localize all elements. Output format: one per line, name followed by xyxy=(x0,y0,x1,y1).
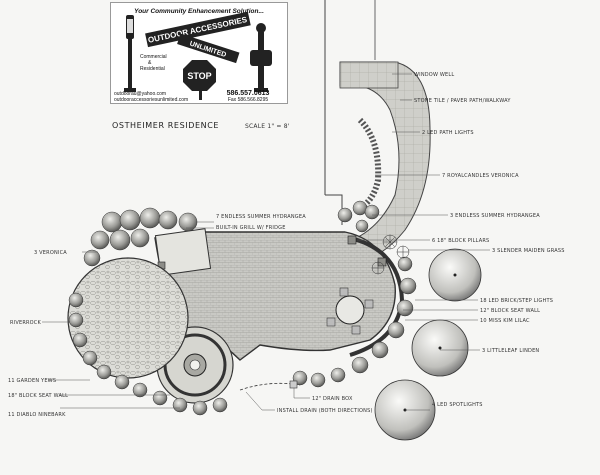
company-logo-card: Your Community Enhancement Solution... O… xyxy=(110,2,288,104)
svg-text:Residential: Residential xyxy=(140,66,165,72)
maiden-grass xyxy=(371,234,410,275)
plan-title: OSTHEIMER RESIDENCE xyxy=(112,121,219,130)
label-path-lights: 2 LED PATH LIGHTS xyxy=(422,130,474,136)
label-step-lights: 18 LED BRICK/STEP LIGHTS xyxy=(480,298,553,304)
plan-scale: SCALE 1" = 8' xyxy=(245,123,290,130)
brand-sign-bottom xyxy=(177,33,240,64)
label-drain-box: 12" DRAIN BOX xyxy=(312,396,353,402)
lamp-post-icon xyxy=(124,15,136,92)
label-drain: INSTALL DRAIN (BOTH DIRECTIONS) xyxy=(277,408,373,414)
brand-sign-top xyxy=(145,11,251,48)
label-river-rock: RIVERROCK xyxy=(10,320,42,326)
svg-text:Commercial: Commercial xyxy=(140,54,167,60)
label-window-well: WINDOW WELL xyxy=(414,72,454,78)
window-well xyxy=(339,61,399,89)
shrubs xyxy=(68,200,417,416)
label-spotlights: 4 LED SPOTLIGHTS xyxy=(432,402,483,408)
label-grill: BUILT-IN GRILL W/ FRIDGE xyxy=(216,225,286,231)
svg-text:&: & xyxy=(148,60,152,66)
label-veronica: 7 ROYALCANDLES VERONICA xyxy=(442,173,519,179)
label-veronica-left: 3 VERONICA xyxy=(34,250,67,256)
label-ninebark: 11 DIABLO NINEBARK xyxy=(8,412,66,418)
logo-email: outdoorau@yahoo.com xyxy=(114,91,166,97)
mailbox-post-icon xyxy=(250,23,272,92)
veronica-bed xyxy=(357,117,382,211)
built-in-grill xyxy=(154,228,212,276)
logo-website: outdooraccessoriesunlimited.com xyxy=(114,97,188,103)
label-seat-wall-left: 18" BLOCK SEAT WALL xyxy=(8,393,68,399)
drain-box xyxy=(289,380,298,389)
label-hydrangea-top: 7 ENDLESS SUMMER HYDRANGEA xyxy=(216,214,306,220)
label-hydrangea-right: 3 ENDLESS SUMMER HYDRANGEA xyxy=(450,213,540,219)
label-yews: 11 GARDEN YEWS xyxy=(8,378,56,384)
label-seat-wall-right: 12" BLOCK SEAT WALL xyxy=(480,308,540,314)
svg-text:STOP: STOP xyxy=(187,71,211,81)
label-lilac: 10 MISS KIM LILAC xyxy=(480,318,530,324)
logo-fax: Fax 586.566.8295 xyxy=(228,97,269,103)
label-linden: 3 LITTLELEAF LINDEN xyxy=(482,348,539,354)
label-pillars: 6 18" BLOCK PILLARS xyxy=(432,238,489,244)
logo-phone: 586.557.0613 xyxy=(227,90,270,97)
stop-sign-icon: STOP xyxy=(183,60,216,100)
logo-tagline: Your Community Enhancement Solution... xyxy=(134,8,264,15)
label-stone-tile: STONE TILE / PAVER PATH/WALKWAY xyxy=(414,98,511,104)
label-maiden-grass: 3 SLENDER MAIDEN GRASS xyxy=(492,248,565,254)
leader-lines xyxy=(42,73,490,411)
patio-table-set xyxy=(326,287,374,335)
